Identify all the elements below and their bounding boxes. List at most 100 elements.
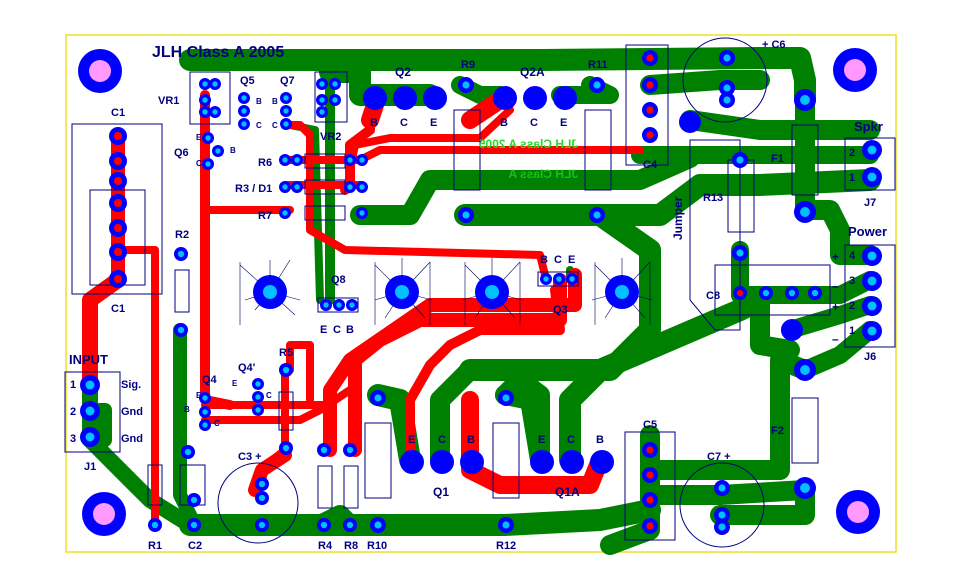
label-q4: Q4 (202, 374, 218, 386)
label-r5: R5 (279, 347, 293, 359)
label-j7: J7 (864, 197, 876, 209)
pad-15 (199, 94, 211, 106)
pad-96 (80, 427, 100, 447)
power-transistor-pads (363, 86, 803, 474)
label-r3d1: R3 / D1 (235, 183, 272, 195)
pad-71 (642, 50, 658, 66)
pad-58 (343, 443, 357, 457)
j7-outline (844, 137, 896, 191)
label-c1-top: C1 (111, 107, 125, 119)
pad-36 (279, 181, 291, 193)
pad-12 (187, 493, 201, 507)
pad-50 (199, 419, 211, 431)
pad-81 (785, 286, 799, 300)
pad-46 (553, 273, 565, 285)
pad-2 (109, 172, 127, 190)
pad-90 (794, 89, 816, 111)
pad-69 (589, 77, 605, 93)
pad-26 (316, 94, 328, 106)
pad-6 (109, 270, 127, 288)
pad-21 (280, 92, 292, 104)
pin-q2-c: C (400, 117, 408, 129)
pad-55 (279, 441, 293, 455)
label-c2: C2 (188, 540, 202, 552)
vr1-outline (189, 71, 231, 125)
pad-89 (714, 519, 730, 535)
label-q3: Q3 (553, 304, 568, 316)
pad-28 (316, 106, 328, 118)
label-r10: R10 (367, 540, 387, 552)
pad-91 (794, 201, 816, 223)
pin-q4-c: C (214, 419, 220, 428)
j6-outline (844, 244, 896, 348)
pad-27 (329, 94, 341, 106)
r2-outline (174, 269, 190, 313)
label-pw-1: 1 (849, 325, 855, 337)
pin-q2a-b: B (500, 117, 508, 129)
pad-43 (333, 299, 345, 311)
pad-101 (862, 296, 882, 316)
mount-hole-br (836, 490, 880, 534)
pad-66 (255, 518, 269, 532)
pad-57 (317, 518, 331, 532)
pin-q3-e: E (568, 254, 575, 266)
label-pw-4: 4 (849, 250, 856, 262)
pad-35 (356, 154, 368, 166)
pad-13 (199, 78, 211, 90)
label-q1: Q1 (433, 485, 449, 499)
label-minus-2: – (832, 332, 839, 346)
pin-q8-c: C (333, 324, 341, 336)
pad-8 (174, 323, 188, 337)
label-q4p: Q4' (238, 362, 256, 374)
pin-q1-e: E (408, 434, 415, 446)
c5-outline (624, 431, 676, 541)
mount-hole-bl (82, 492, 126, 536)
label-c5: C5 (643, 419, 657, 431)
pin-q4p-c: C (266, 391, 272, 400)
pin-q4p-e: E (232, 379, 238, 388)
pad-80 (759, 286, 773, 300)
pin-q1a-b: B (596, 434, 604, 446)
label-c8: C8 (706, 290, 720, 302)
r4-outline (317, 465, 333, 509)
label-gnd-1: Gnd (121, 406, 143, 418)
pad-9 (148, 518, 162, 532)
heatsink-pads (253, 275, 639, 309)
mount-hole-tl (78, 49, 122, 93)
pad-41 (356, 207, 368, 219)
pad-67 (458, 77, 474, 93)
pad-97 (862, 140, 882, 160)
pin-q6-b: B (230, 146, 236, 155)
pad-85 (642, 492, 658, 508)
label-q1a: Q1A (555, 485, 580, 499)
pad-19 (238, 105, 250, 117)
label-j6: J6 (864, 351, 876, 363)
pad-11 (181, 445, 195, 459)
pad-103 (732, 152, 748, 168)
label-sp-1: 1 (849, 172, 855, 184)
pad-102 (862, 321, 882, 341)
pad-47 (566, 273, 578, 285)
mirror-text: JLH Class A 2005 (479, 137, 578, 151)
pad-40 (279, 207, 291, 219)
pin-q1a-e: E (538, 434, 545, 446)
pad-16 (209, 106, 221, 118)
j1-outline (64, 371, 121, 453)
pad-95 (80, 401, 100, 421)
c7-outline (679, 462, 765, 548)
f2-outline (791, 397, 819, 464)
label-sp-2: 2 (849, 147, 855, 159)
vr2-outline (314, 71, 348, 123)
pad-82 (808, 286, 822, 300)
pad-10 (187, 518, 201, 532)
pad-59 (343, 518, 357, 532)
pad-79 (733, 286, 747, 300)
pin-q8-e: E (320, 324, 327, 336)
label-q2: Q2 (395, 65, 411, 79)
pad-83 (642, 442, 658, 458)
r10-outline (364, 422, 392, 499)
pad-53 (252, 404, 264, 416)
label-r6: R6 (258, 157, 272, 169)
c4-outline (625, 44, 669, 166)
mount-hole-tr (833, 48, 877, 92)
